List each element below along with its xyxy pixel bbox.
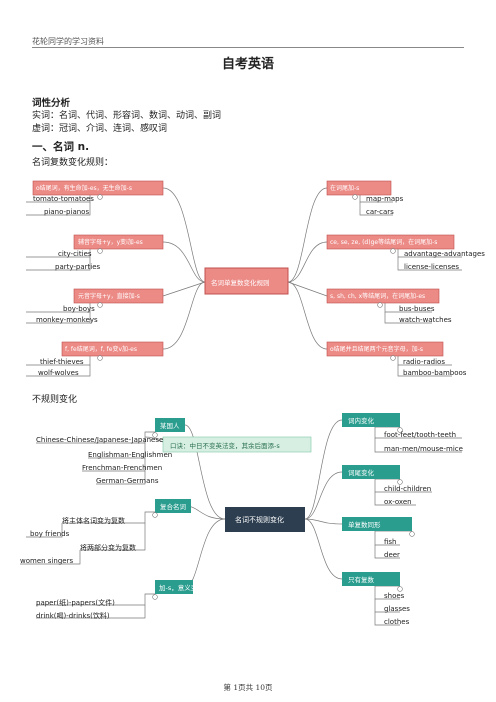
map1-example: car-cars — [366, 208, 394, 216]
map2-right-label-2: 词尾变化 — [348, 469, 374, 477]
map2-left-label-2: 复合名词 — [160, 503, 186, 511]
section-heading: 一、名词 n. — [32, 141, 90, 153]
map1-right-boxes — [326, 180, 455, 357]
map2-right-label-3: 单复数同形 — [348, 521, 381, 529]
map2-example: boy friends — [30, 530, 70, 538]
header-rule — [32, 47, 464, 48]
map1-right-label-1: 在词尾加-s — [330, 185, 360, 192]
map1-example: party-parties — [55, 263, 101, 271]
document-title: 自考英语 — [221, 57, 274, 72]
map2-example: man-men/mouse-mice — [384, 445, 463, 453]
map1-example: boy-boys — [63, 305, 95, 313]
map2-center: 名词不规则变化 — [235, 516, 284, 524]
map2-example: child-children — [384, 485, 432, 493]
map1-left-label-4: f, fe结尾词，f, fe变v加-es — [65, 346, 137, 353]
map1-example: watch-watches — [399, 316, 452, 324]
map2-note: 口诀：中日不变英法变，其余后面添-s — [170, 442, 280, 450]
intro-heading: 词性分析 — [32, 98, 71, 109]
map1-left-boxes — [32, 180, 164, 357]
map1-center: 名词单复数变化规则 — [211, 279, 270, 287]
map1-right-label-2: ce, se, ze, (d)ge等结尾词，在词尾加-s — [330, 239, 438, 246]
plural-rules-label: 名词复数变化规则： — [32, 158, 114, 168]
map1-example: bamboo-bamboos — [403, 369, 467, 377]
map1-example: radio-radios — [403, 358, 445, 366]
map2-right-label-4: 只有复数 — [348, 576, 374, 584]
map1-example: license-licenses — [404, 263, 460, 271]
map2-example: German-Germans — [96, 477, 159, 485]
map2-left-label-1: 某国人 — [160, 422, 180, 430]
map2-example: women singers — [20, 557, 74, 565]
page-footer: 第 1页共 10页 — [223, 683, 273, 692]
map1-right-label-4: o结尾并且结尾两个元音字母，加-s — [330, 346, 423, 353]
map2-example: 将主体名词变为复数 — [62, 517, 125, 525]
map2-example: clothes — [384, 618, 410, 626]
map2-example: ox-oxen — [384, 498, 412, 506]
map2-example: shoes — [384, 592, 405, 600]
map1-right-label-3: s, sh, ch, x等结尾词，在词尾加-es — [330, 293, 426, 300]
map2-example: Frenchman-Frenchmen — [82, 464, 163, 472]
map1-example: bus-buses — [399, 305, 435, 313]
map2-example: 将两部分变为复数 — [80, 544, 136, 552]
map2-right-label-1: 词内变化 — [348, 417, 374, 425]
page-header: 花轮同学的学习资料 — [32, 37, 104, 46]
map2-example: drink(喝)-drinks(饮料) — [36, 612, 110, 620]
irregular-label: 不规则变化 — [32, 395, 78, 405]
map2-example: foot-feet/tooth-teeth — [384, 431, 457, 439]
map1-left-label-2: 辅音字母+y，y变i加-es — [78, 239, 143, 246]
map2-example: glasses — [384, 605, 410, 613]
map2-example: Englishman-Englishmen — [88, 451, 173, 459]
map1-example: tomato-tomatoes — [33, 195, 94, 203]
map1-left-label-3: 元音字母+y，直接加-s — [78, 293, 140, 300]
map2-example: deer — [384, 551, 400, 559]
map2-example: paper(纸)-papers(文件) — [36, 599, 115, 607]
map1-example: thief-thieves — [40, 358, 84, 366]
map2-example: fish — [384, 538, 397, 546]
map1-example: advantage-advantages — [404, 250, 485, 258]
intro-line-1: 实词：名词、代词、形容词、数词、动词、副词 — [32, 111, 222, 121]
map2-left-label-3: 加-s，意义变 — [159, 584, 198, 592]
map1-example: map-maps — [366, 195, 404, 203]
map1-example: piano-pianos — [44, 208, 90, 216]
map2-example: Chinese-Chinese/Japanese-Japanese — [36, 436, 164, 444]
map1-example: wolf-wolves — [38, 369, 79, 377]
map1-example: city-cities — [58, 250, 92, 258]
map1-left-label-1: o结尾词，有生命加-es，无生命加-s — [36, 185, 132, 192]
intro-line-2: 虚词：冠词、介词、连词、感叹词 — [32, 124, 168, 134]
map1-example: monkey-monkeys — [36, 316, 98, 324]
